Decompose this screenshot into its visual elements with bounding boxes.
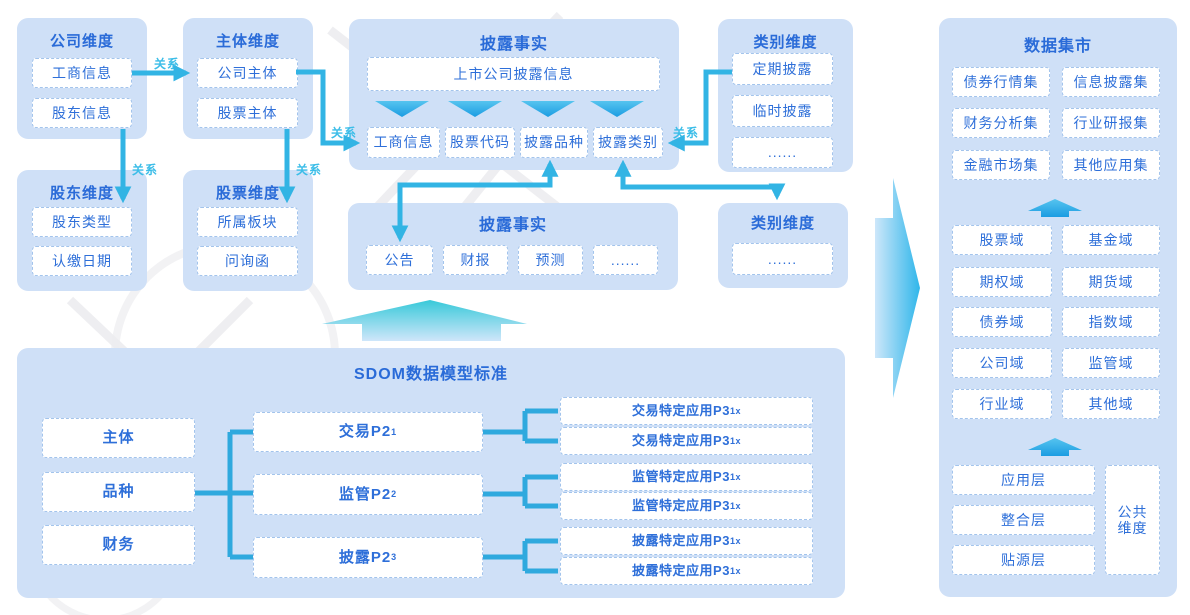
data-mart-layer: 应用层 (952, 465, 1095, 495)
data-mart-domain: 债券域 (952, 307, 1052, 337)
subject-dimension-panel: 主体维度 公司主体 股票主体 (183, 18, 313, 139)
relation-label: 关系 (330, 126, 357, 140)
shareholder-dimension-title: 股东维度 (49, 185, 114, 202)
disclosure-fact-item: 股票代码 (445, 127, 515, 158)
data-mart-set: 其他应用集 (1062, 150, 1160, 180)
category-dimension-mid-panel: 类别维度 ...... (718, 203, 848, 288)
data-mart-domain: 其他域 (1062, 389, 1160, 419)
stock-dimension-title: 股票维度 (215, 185, 280, 202)
company-dim-item: 股东信息 (32, 98, 132, 128)
data-mart-set: 财务分析集 (952, 108, 1050, 138)
relation-label: 关系 (295, 163, 322, 177)
company-dimension-panel: 公司维度 工商信息 股东信息 (17, 18, 147, 139)
data-mart-set: 行业研报集 (1062, 108, 1160, 138)
category-dim-mid-item: ...... (732, 243, 833, 275)
data-mart-set: 金融市场集 (952, 150, 1050, 180)
disclosure-fact-mid-item: 预测 (518, 245, 583, 275)
common-dimension-box: 公共维度 (1105, 465, 1160, 575)
disclosure-fact-item: 披露品种 (520, 127, 588, 158)
relation-label: 关系 (672, 126, 699, 140)
shareholder-dimension-panel: 股东维度 股东类型 认缴日期 (17, 170, 147, 291)
data-mart-set: 信息披露集 (1062, 67, 1160, 97)
subject-dim-item: 公司主体 (197, 58, 298, 88)
disclosure-fact-item: 工商信息 (367, 127, 440, 158)
disclosure-fact-top-panel: 披露事实 上市公司披露信息 工商信息 股票代码 披露品种 披露类别 (349, 19, 679, 170)
data-mart-layer: 整合层 (952, 505, 1095, 535)
data-mart-domain: 期权域 (952, 267, 1052, 297)
data-mart-set: 债券行情集 (952, 67, 1050, 97)
stock-dim-item: 问询函 (197, 246, 298, 276)
category-dimension-top-panel: 类别维度 定期披露 临时披露 ...... (718, 19, 853, 172)
data-mart-domain: 公司域 (952, 348, 1052, 378)
big-right-arrow (875, 178, 920, 398)
sdom-left-item: 品种 (42, 472, 195, 512)
sdom-left-item: 主体 (42, 418, 195, 458)
disclosure-fact-mid-item: 财报 (443, 245, 508, 275)
data-mart-domain: 行业域 (952, 389, 1052, 419)
category-dim-item: 定期披露 (732, 53, 833, 85)
disclosure-fact-item: 披露类别 (593, 127, 663, 158)
company-dimension-title: 公司维度 (49, 33, 114, 50)
data-mart-domain: 监管域 (1062, 348, 1160, 378)
category-dimension-mid-title: 类别维度 (750, 215, 815, 232)
data-mart-domain: 期货域 (1062, 267, 1160, 297)
category-dim-item: ...... (732, 137, 833, 168)
disclosure-fact-top-title: 披露事实 (479, 36, 548, 53)
category-dimension-top-title: 类别维度 (753, 34, 818, 51)
disclosure-fact-mid-title: 披露事实 (478, 217, 547, 234)
relation-label: 关系 (131, 163, 158, 177)
subject-dim-item: 股票主体 (197, 98, 298, 128)
subject-dimension-title: 主体维度 (215, 33, 280, 50)
shareholder-dim-item: 股东类型 (32, 207, 132, 237)
disclosure-fact-mid-item: 公告 (366, 245, 433, 275)
data-mart-title: 数据集市 (1023, 38, 1092, 55)
disclosure-fact-mid-panel: 披露事实 公告 财报 预测 ...... (348, 203, 678, 290)
relation-label: 关系 (153, 57, 180, 71)
stock-dim-item: 所属板块 (197, 207, 298, 237)
disclosure-fact-mid-item: ...... (593, 245, 658, 275)
data-mart-layer: 贴源层 (952, 545, 1095, 575)
big-up-arrow (322, 300, 527, 341)
data-mart-domain: 股票域 (952, 225, 1052, 255)
sdom-left-item: 财务 (42, 525, 195, 565)
category-dim-item: 临时披露 (732, 95, 833, 127)
data-mart-domain: 基金域 (1062, 225, 1160, 255)
stock-dimension-panel: 股票维度 所属板块 问询函 (183, 170, 313, 291)
shareholder-dim-item: 认缴日期 (32, 246, 132, 276)
company-dim-item: 工商信息 (32, 58, 132, 88)
data-mart-panel: 数据集市 债券行情集 信息披露集 财务分析集 行业研报集 金融市场集 其他应用集… (939, 18, 1177, 597)
disclosure-fact-header: 上市公司披露信息 (367, 57, 660, 91)
data-mart-domain: 指数域 (1062, 307, 1160, 337)
sdom-title: SDOM数据模型标准 (353, 366, 508, 383)
